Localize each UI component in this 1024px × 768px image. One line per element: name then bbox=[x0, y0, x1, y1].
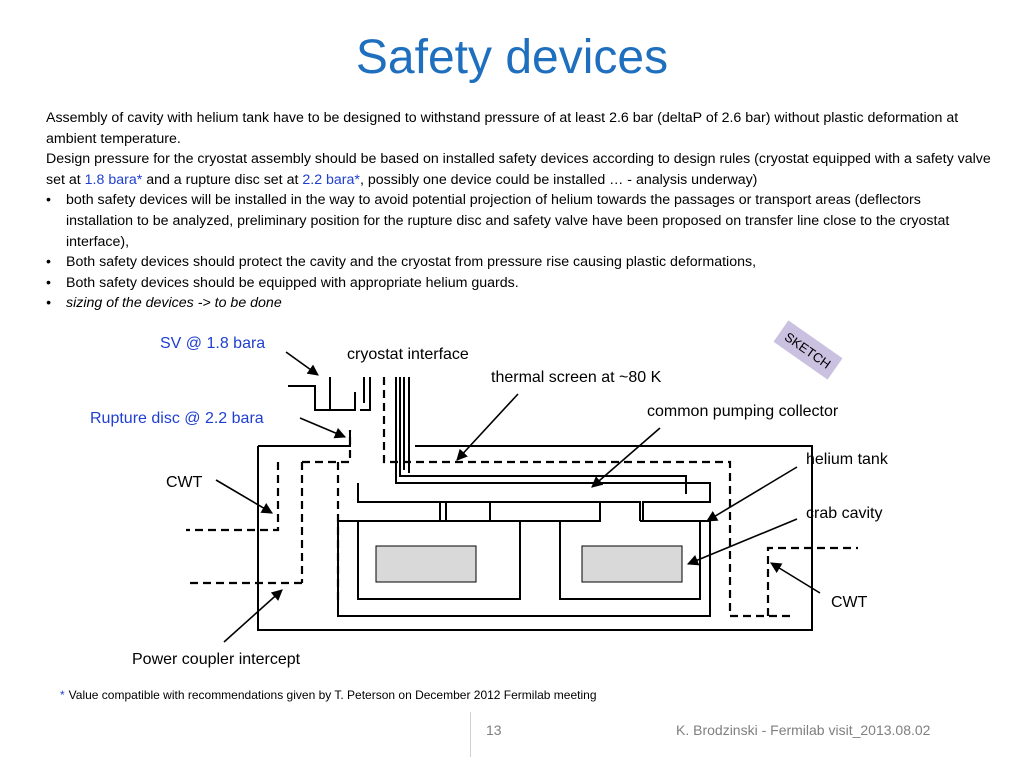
cwt-right-label: CWT bbox=[831, 594, 868, 611]
bullet-item: sizing of the devices -> to be done bbox=[46, 293, 991, 314]
crab-cavity-left bbox=[375, 545, 477, 583]
vessel-top-left bbox=[258, 430, 351, 447]
bullet-item: Both safety devices should protect the c… bbox=[46, 252, 991, 273]
paragraph-1: Assembly of cavity with helium tank have… bbox=[46, 110, 959, 147]
arrow bbox=[299, 417, 347, 439]
helium-tank-outline bbox=[337, 377, 711, 617]
paragraph-2: Design pressure for the cryostat assembl… bbox=[46, 149, 991, 190]
sv-label: SV @ 1.8 bara bbox=[160, 335, 265, 352]
cavity-well-left bbox=[357, 502, 521, 600]
arrow bbox=[215, 479, 273, 514]
paragraph-2-text-b: and a rupture disc set at bbox=[142, 171, 303, 188]
pumping-collector-label: common pumping collector bbox=[647, 403, 839, 420]
bullet-item: Both safety devices should be equipped w… bbox=[46, 273, 991, 294]
thermal-screen bbox=[186, 462, 280, 532]
page-number: 13 bbox=[486, 722, 502, 738]
arrow bbox=[223, 589, 283, 643]
bullet-item: both safety devices will be installed in… bbox=[46, 190, 991, 252]
interface-pipe bbox=[330, 377, 371, 411]
helium-tank-label: helium tank bbox=[806, 451, 889, 468]
helium-tank-inner bbox=[399, 377, 687, 494]
paragraph-2-text-a: Design pressure for the cryostat assembl… bbox=[46, 151, 991, 188]
sketch-stamp-bg bbox=[773, 320, 843, 380]
thermal-screen bbox=[300, 430, 352, 583]
slide-title: Safety devices bbox=[355, 31, 669, 84]
arrow bbox=[285, 351, 319, 376]
cwt-left-label: CWT bbox=[166, 474, 203, 491]
cryostat-interface-label: cryostat interface bbox=[347, 346, 469, 363]
arrow bbox=[686, 518, 798, 566]
cavity-well-right-top bbox=[560, 501, 641, 522]
footnote-text: Value compatible with recommendations gi… bbox=[68, 688, 597, 702]
thermal-screen-label: thermal screen at ~80 K bbox=[491, 369, 662, 386]
cavity-well-right bbox=[559, 520, 701, 600]
paragraph-2-text-c: , possibly one device could be installed… bbox=[359, 171, 758, 188]
bullet-list: both safety devices will be installed in… bbox=[46, 190, 991, 314]
body-text: Assembly of cavity with helium tank have… bbox=[46, 108, 991, 314]
footer-divider bbox=[470, 712, 471, 757]
thermal-screen bbox=[336, 377, 790, 618]
crab-cavity-label: crab cavity bbox=[806, 505, 882, 522]
sketch-stamp: SKETCH bbox=[773, 320, 843, 380]
power-coupler-label: Power coupler intercept bbox=[132, 651, 301, 668]
footer-author: K. Brodzinski - Fermilab visit_2013.08.0… bbox=[676, 722, 931, 738]
sv-pressure: 1.8 bara* bbox=[84, 171, 143, 188]
cavity-well-left-top bbox=[439, 501, 601, 522]
arrow bbox=[456, 393, 519, 461]
footnote-star: * bbox=[60, 688, 65, 702]
thermal-screen bbox=[766, 546, 858, 616]
arrow bbox=[770, 562, 821, 594]
crab-cavity-right bbox=[581, 545, 683, 583]
rupture-disc-label: Rupture disc @ 2.2 bara bbox=[90, 410, 264, 427]
arrow bbox=[591, 427, 661, 488]
arrow bbox=[706, 466, 798, 522]
footnote: *Value compatible with recommendations g… bbox=[60, 688, 597, 702]
rupture-pressure: 2.2 bara* bbox=[302, 171, 360, 188]
interface-pipe bbox=[288, 377, 331, 411]
